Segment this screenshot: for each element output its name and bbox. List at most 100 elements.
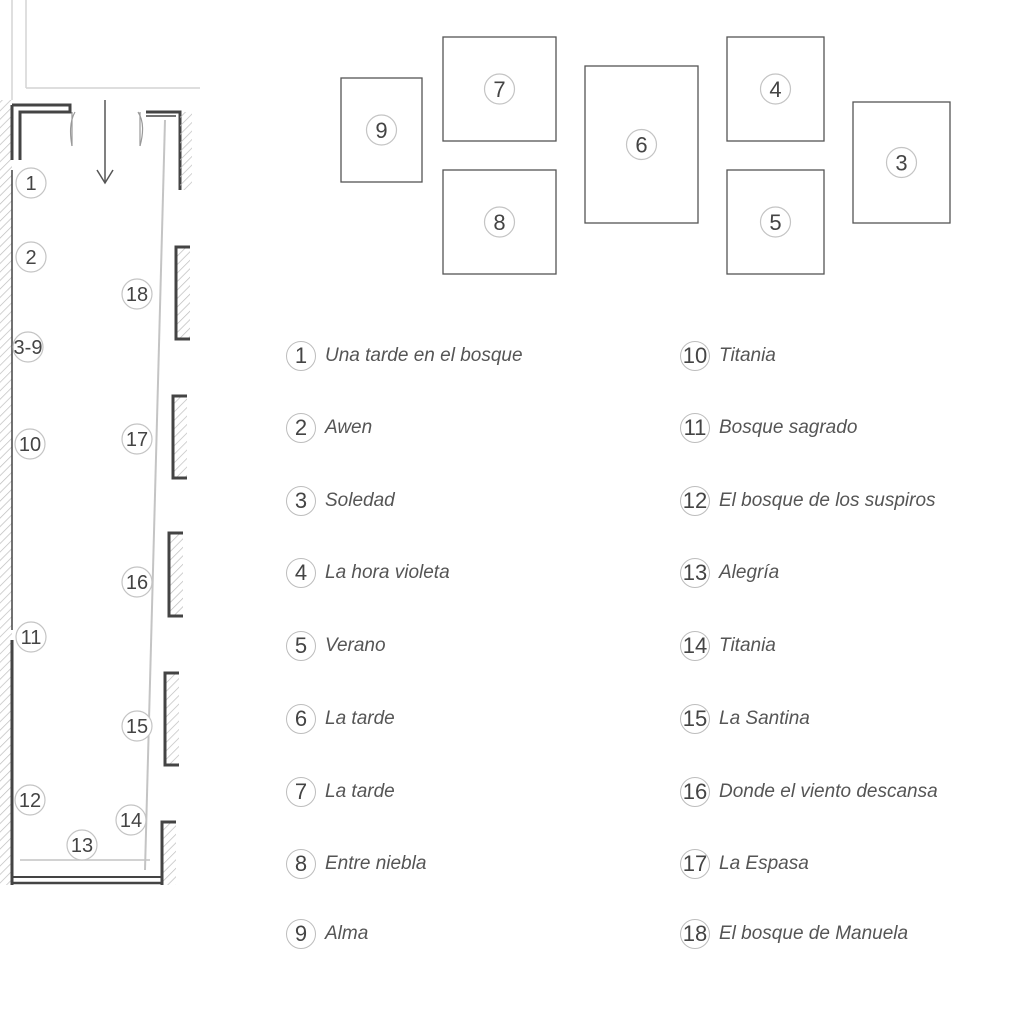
plan-marker-circle (12, 331, 44, 363)
artwork-frame-label: 5 (769, 210, 781, 235)
plan-marker: 11 (15, 621, 47, 653)
plan-marker-label: 2 (25, 247, 36, 269)
artwork-frame-label: 9 (375, 118, 387, 143)
legend-item: 4 La hora violeta (286, 555, 450, 591)
legend-number: 13 (680, 558, 710, 588)
artwork-frame-label: 6 (635, 133, 647, 158)
plan-marker: 13 (66, 829, 98, 861)
legend-title: Titania (719, 345, 776, 366)
legend-number: 5 (286, 631, 316, 661)
plan-marker-circle (14, 784, 46, 816)
artwork-frame-circle (483, 73, 516, 105)
plan-marker-label: 13 (71, 835, 93, 857)
plan-marker-label: 17 (126, 429, 148, 451)
legend-item: 3 Soledad (286, 483, 395, 519)
artwork-frame-label: 3 (895, 151, 907, 176)
legend-item: 14 Titania (680, 628, 776, 664)
legend-item: 12 El bosque de los suspiros (680, 483, 936, 519)
plan-marker-label: 12 (19, 790, 41, 812)
plan-marker: 1 (15, 167, 47, 199)
legend-number: 15 (680, 704, 710, 734)
legend-title: Awen (325, 417, 373, 438)
artwork-frame: 8 (442, 169, 557, 275)
legend-title: Una tarde en el bosque (325, 345, 523, 366)
plan-marker-circle (14, 428, 46, 460)
artwork-frame: 9 (340, 77, 423, 183)
plan-marker-circle (121, 278, 153, 310)
artwork-frame-circle (759, 73, 792, 105)
legend-number: 2 (286, 413, 316, 443)
legend-title: Soledad (325, 490, 395, 511)
plan-marker: 17 (121, 423, 153, 455)
legend-title: La hora violeta (325, 562, 450, 583)
plan-marker-circle (66, 829, 98, 861)
legend-title: La Santina (719, 708, 810, 729)
legend-item: 15 La Santina (680, 701, 810, 737)
artwork-frame-circle (365, 114, 398, 146)
legend-item: 13 Alegría (680, 555, 779, 591)
plan-marker-label: 18 (126, 284, 148, 306)
artwork-frame: 3 (852, 101, 951, 224)
plan-marker-circle (115, 804, 147, 836)
legend-number: 11 (680, 413, 710, 443)
legend-title: Donde el viento descansa (719, 781, 938, 802)
plan-marker: 12 (14, 784, 46, 816)
legend-number: 18 (680, 919, 710, 949)
legend-title: Bosque sagrado (719, 417, 858, 438)
plan-marker: 14 (115, 804, 147, 836)
artwork-frame-circle (483, 206, 516, 238)
legend-item: 2 Awen (286, 410, 372, 446)
legend-number: 8 (286, 849, 316, 879)
plan-marker-label: 15 (126, 716, 148, 738)
plan-marker-label: 10 (19, 434, 41, 456)
legend-number: 10 (680, 341, 710, 371)
plan-marker: 3-9 (12, 331, 44, 363)
artwork-frame: 4 (726, 36, 825, 142)
legend-item: 5 Verano (286, 628, 386, 664)
legend-title: Alegría (719, 562, 780, 583)
plan-marker-label: 16 (126, 572, 148, 594)
legend-number: 12 (680, 486, 710, 516)
plan-marker-label: 11 (21, 627, 42, 649)
legend-number: 4 (286, 558, 316, 588)
legend-title: Alma (325, 923, 369, 944)
plan-marker-label: 1 (25, 173, 36, 195)
legend-title: La tarde (325, 781, 395, 802)
artwork-frame-label: 7 (493, 77, 505, 102)
plan-marker: 18 (121, 278, 153, 310)
plan-marker: 16 (121, 566, 153, 598)
plan-marker-label: 3-9 (14, 337, 43, 359)
legend-number: 6 (286, 704, 316, 734)
plan-marker-circle (15, 167, 47, 199)
legend-title: La tarde (325, 708, 395, 729)
plan-marker-circle (121, 710, 153, 742)
plan-marker: 10 (14, 428, 46, 460)
artwork-frame-label: 4 (769, 77, 781, 102)
artwork-frame: 7 (442, 36, 557, 142)
legend-title: La Espasa (719, 853, 809, 874)
legend-number: 3 (286, 486, 316, 516)
plan-marker-circle (121, 423, 153, 455)
legend-item: 18 El bosque de Manuela (680, 916, 908, 952)
plan-marker-circle (121, 566, 153, 598)
legend-item: 10 Titania (680, 338, 776, 374)
plan-marker: 15 (121, 710, 153, 742)
legend-number: 16 (680, 777, 710, 807)
legend-title: El bosque de los suspiros (719, 490, 936, 511)
legend-number: 14 (680, 631, 710, 661)
legend-title: Verano (325, 635, 386, 656)
plan-marker: 2 (15, 241, 47, 273)
artwork-frame-circle (625, 128, 658, 161)
plan-marker-circle (15, 621, 47, 653)
artwork-frame: 6 (584, 65, 699, 224)
artwork-frame-label: 8 (493, 210, 505, 235)
legend-title: Titania (719, 635, 776, 656)
legend-title: El bosque de Manuela (719, 923, 909, 944)
